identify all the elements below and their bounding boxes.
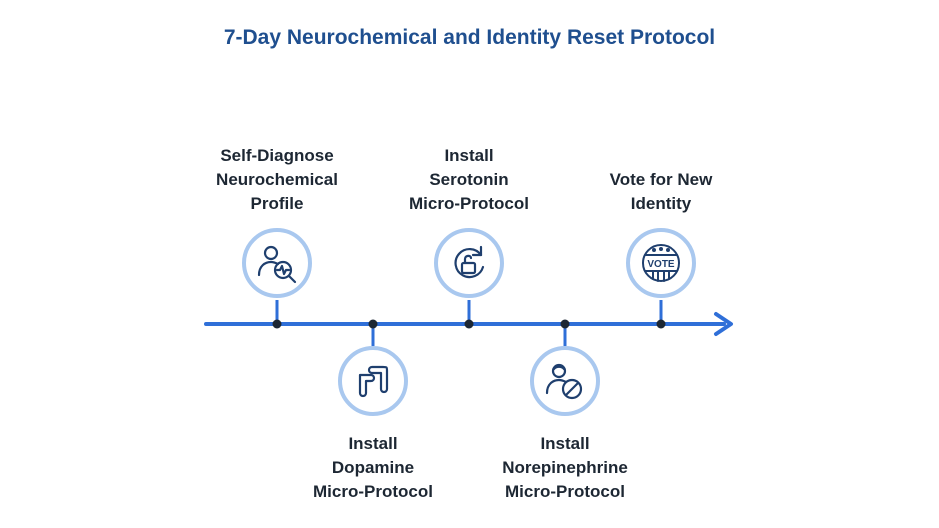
step-3-label-line-2: Serotonin	[429, 170, 509, 189]
step-2-label-line-2: Dopamine	[331, 458, 415, 477]
step-1-label-line-2: Neurochemical	[216, 170, 338, 189]
step-2-label: Install Dopamine Micro-Protocol	[288, 432, 458, 504]
person-diagnose-icon	[257, 245, 297, 284]
step-5-label: Vote for New Identity	[576, 168, 746, 216]
step-5-label-line-2: Identity	[630, 194, 692, 213]
step-4-label-line-3: Micro-Protocol	[505, 482, 625, 501]
vote-text: VOTE	[647, 259, 675, 270]
diagram-title: 7-Day Neurochemical and Identity Reset P…	[223, 26, 716, 49]
timeline-arrowhead	[714, 312, 733, 336]
step-5-label-line-1: Vote for New	[609, 170, 713, 189]
refresh-unlock-icon	[454, 245, 485, 279]
step-2-label-line-3: Micro-Protocol	[313, 482, 433, 501]
step-2-label-line-1: Install	[348, 434, 398, 453]
vote-badge-icon: VOTE	[642, 244, 680, 282]
timeline-dot-4	[560, 319, 570, 329]
step-5-circle: VOTE	[626, 228, 696, 298]
timeline-dot-5	[656, 319, 666, 329]
step-3-label-line-1: Install	[444, 146, 494, 165]
timeline-dot-1	[272, 319, 282, 329]
timeline-dot-3	[464, 319, 474, 329]
step-1-label: Self-Diagnose Neurochemical Profile	[192, 144, 362, 216]
dopamine-shapes-icon	[358, 365, 389, 398]
step-4-label-line-1: Install	[540, 434, 590, 453]
step-4-label-line-2: Norepinephrine	[502, 458, 628, 477]
person-block-icon	[545, 363, 583, 400]
step-3-circle	[434, 228, 504, 298]
step-3-label: Install Serotonin Micro-Protocol	[384, 144, 554, 216]
step-3-label-line-3: Micro-Protocol	[409, 194, 529, 213]
step-4-circle	[530, 346, 600, 416]
step-4-label: Install Norepinephrine Micro-Protocol	[480, 432, 650, 504]
step-1-label-line-1: Self-Diagnose	[220, 146, 334, 165]
step-1-label-line-3: Profile	[250, 194, 304, 213]
timeline-dot-2	[368, 319, 378, 329]
step-1-circle	[242, 228, 312, 298]
step-2-circle	[338, 346, 408, 416]
